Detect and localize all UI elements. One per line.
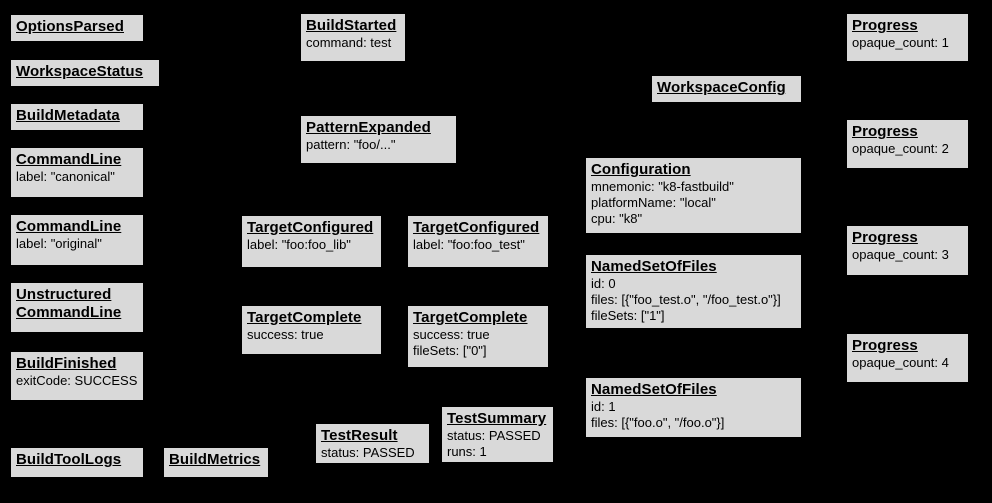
event-box-build-metadata: BuildMetadata bbox=[10, 103, 144, 131]
box-field: fileSets: ["1"] bbox=[591, 308, 665, 323]
event-box-named-set-of-files-1: NamedSetOfFiles id: 1 files: [{"foo.o", … bbox=[585, 377, 802, 438]
box-field: label: "foo:foo_test" bbox=[413, 237, 525, 252]
box-title: NamedSetOfFiles bbox=[591, 258, 717, 275]
event-box-build-finished: BuildFinished exitCode: SUCCESS bbox=[10, 351, 144, 401]
box-field: opaque_count: 4 bbox=[852, 355, 949, 370]
event-box-build-started: BuildStarted command: test bbox=[300, 13, 406, 62]
event-box-progress-4: Progress opaque_count: 4 bbox=[846, 333, 969, 383]
box-field: opaque_count: 1 bbox=[852, 35, 949, 50]
box-title: BuildToolLogs bbox=[16, 451, 122, 468]
box-field: opaque_count: 3 bbox=[852, 247, 949, 262]
event-box-configuration: Configuration mnemonic: "k8-fastbuild" p… bbox=[585, 157, 802, 234]
box-title: BuildFinished bbox=[16, 355, 117, 372]
box-title: TargetComplete bbox=[247, 309, 362, 326]
box-field: status: PASSED bbox=[447, 428, 541, 443]
box-field: label: "original" bbox=[16, 236, 102, 251]
box-title: TargetComplete bbox=[413, 309, 528, 326]
box-title: Unstructured bbox=[16, 286, 112, 303]
event-box-progress-3: Progress opaque_count: 3 bbox=[846, 225, 969, 276]
event-box-options-parsed: OptionsParsed bbox=[10, 14, 144, 42]
box-field: status: PASSED bbox=[321, 445, 415, 460]
event-box-build-metrics: BuildMetrics bbox=[163, 447, 269, 478]
box-title: TestResult bbox=[321, 427, 398, 444]
box-field: label: "foo:foo_lib" bbox=[247, 237, 351, 252]
box-field: pattern: "foo/..." bbox=[306, 137, 396, 152]
box-title: TargetConfigured bbox=[413, 219, 540, 236]
box-title: NamedSetOfFiles bbox=[591, 381, 717, 398]
box-field: exitCode: SUCCESS bbox=[16, 373, 138, 388]
box-title: OptionsParsed bbox=[16, 18, 124, 35]
box-title: CommandLine bbox=[16, 218, 122, 235]
event-box-progress-2: Progress opaque_count: 2 bbox=[846, 119, 969, 169]
box-field: fileSets: ["0"] bbox=[413, 343, 487, 358]
event-box-workspace-config: WorkspaceConfig bbox=[651, 75, 802, 103]
box-title: BuildMetrics bbox=[169, 451, 261, 468]
event-box-target-configured-foo-lib: TargetConfigured label: "foo:foo_lib" bbox=[241, 215, 382, 268]
event-box-test-result: TestResult status: PASSED bbox=[315, 423, 430, 464]
box-field: id: 1 bbox=[591, 399, 616, 414]
event-box-target-configured-foo-test: TargetConfigured label: "foo:foo_test" bbox=[407, 215, 549, 268]
box-title: Progress bbox=[852, 337, 918, 354]
box-field: label: "canonical" bbox=[16, 169, 115, 184]
box-title: WorkspaceConfig bbox=[657, 79, 786, 96]
event-box-workspace-status: WorkspaceStatus bbox=[10, 59, 160, 87]
event-box-named-set-of-files-0: NamedSetOfFiles id: 0 files: [{"foo_test… bbox=[585, 254, 802, 329]
event-box-progress-1: Progress opaque_count: 1 bbox=[846, 13, 969, 62]
box-title: WorkspaceStatus bbox=[16, 63, 144, 80]
event-box-target-complete-foo-test: TargetComplete success: true fileSets: [… bbox=[407, 305, 549, 368]
box-title: Configuration bbox=[591, 161, 691, 178]
event-box-test-summary: TestSummary status: PASSED runs: 1 bbox=[441, 406, 554, 463]
box-field: success: true bbox=[247, 327, 324, 342]
box-title: TargetConfigured bbox=[247, 219, 374, 236]
box-title: PatternExpanded bbox=[306, 119, 431, 136]
box-title: Progress bbox=[852, 17, 918, 34]
event-box-pattern-expanded: PatternExpanded pattern: "foo/..." bbox=[300, 115, 457, 164]
event-box-command-line-canonical: CommandLine label: "canonical" bbox=[10, 147, 144, 198]
box-title: TestSummary bbox=[447, 410, 547, 427]
box-field: mnemonic: "k8-fastbuild" bbox=[591, 179, 734, 194]
box-title: CommandLine bbox=[16, 151, 122, 168]
event-box-build-tool-logs: BuildToolLogs bbox=[10, 447, 144, 478]
box-title: BuildMetadata bbox=[16, 107, 120, 124]
box-field: platformName: "local" bbox=[591, 195, 716, 210]
box-field: success: true bbox=[413, 327, 490, 342]
box-field: files: [{"foo.o", "/foo.o"}] bbox=[591, 415, 725, 430]
event-box-unstructured-command-line: Unstructured CommandLine bbox=[10, 282, 144, 333]
box-field: cpu: "k8" bbox=[591, 211, 643, 226]
box-field: opaque_count: 2 bbox=[852, 141, 949, 156]
event-box-command-line-original: CommandLine label: "original" bbox=[10, 214, 144, 266]
box-title: Progress bbox=[852, 229, 918, 246]
box-field: files: [{"foo_test.o", "/foo_test.o"}] bbox=[591, 292, 781, 307]
box-title: CommandLine bbox=[16, 304, 122, 321]
box-field: runs: 1 bbox=[447, 444, 487, 459]
box-title: Progress bbox=[852, 123, 918, 140]
box-field: command: test bbox=[306, 35, 392, 50]
event-box-target-complete-foo-lib: TargetComplete success: true bbox=[241, 305, 382, 355]
box-title: BuildStarted bbox=[306, 17, 397, 34]
box-field: id: 0 bbox=[591, 276, 616, 291]
